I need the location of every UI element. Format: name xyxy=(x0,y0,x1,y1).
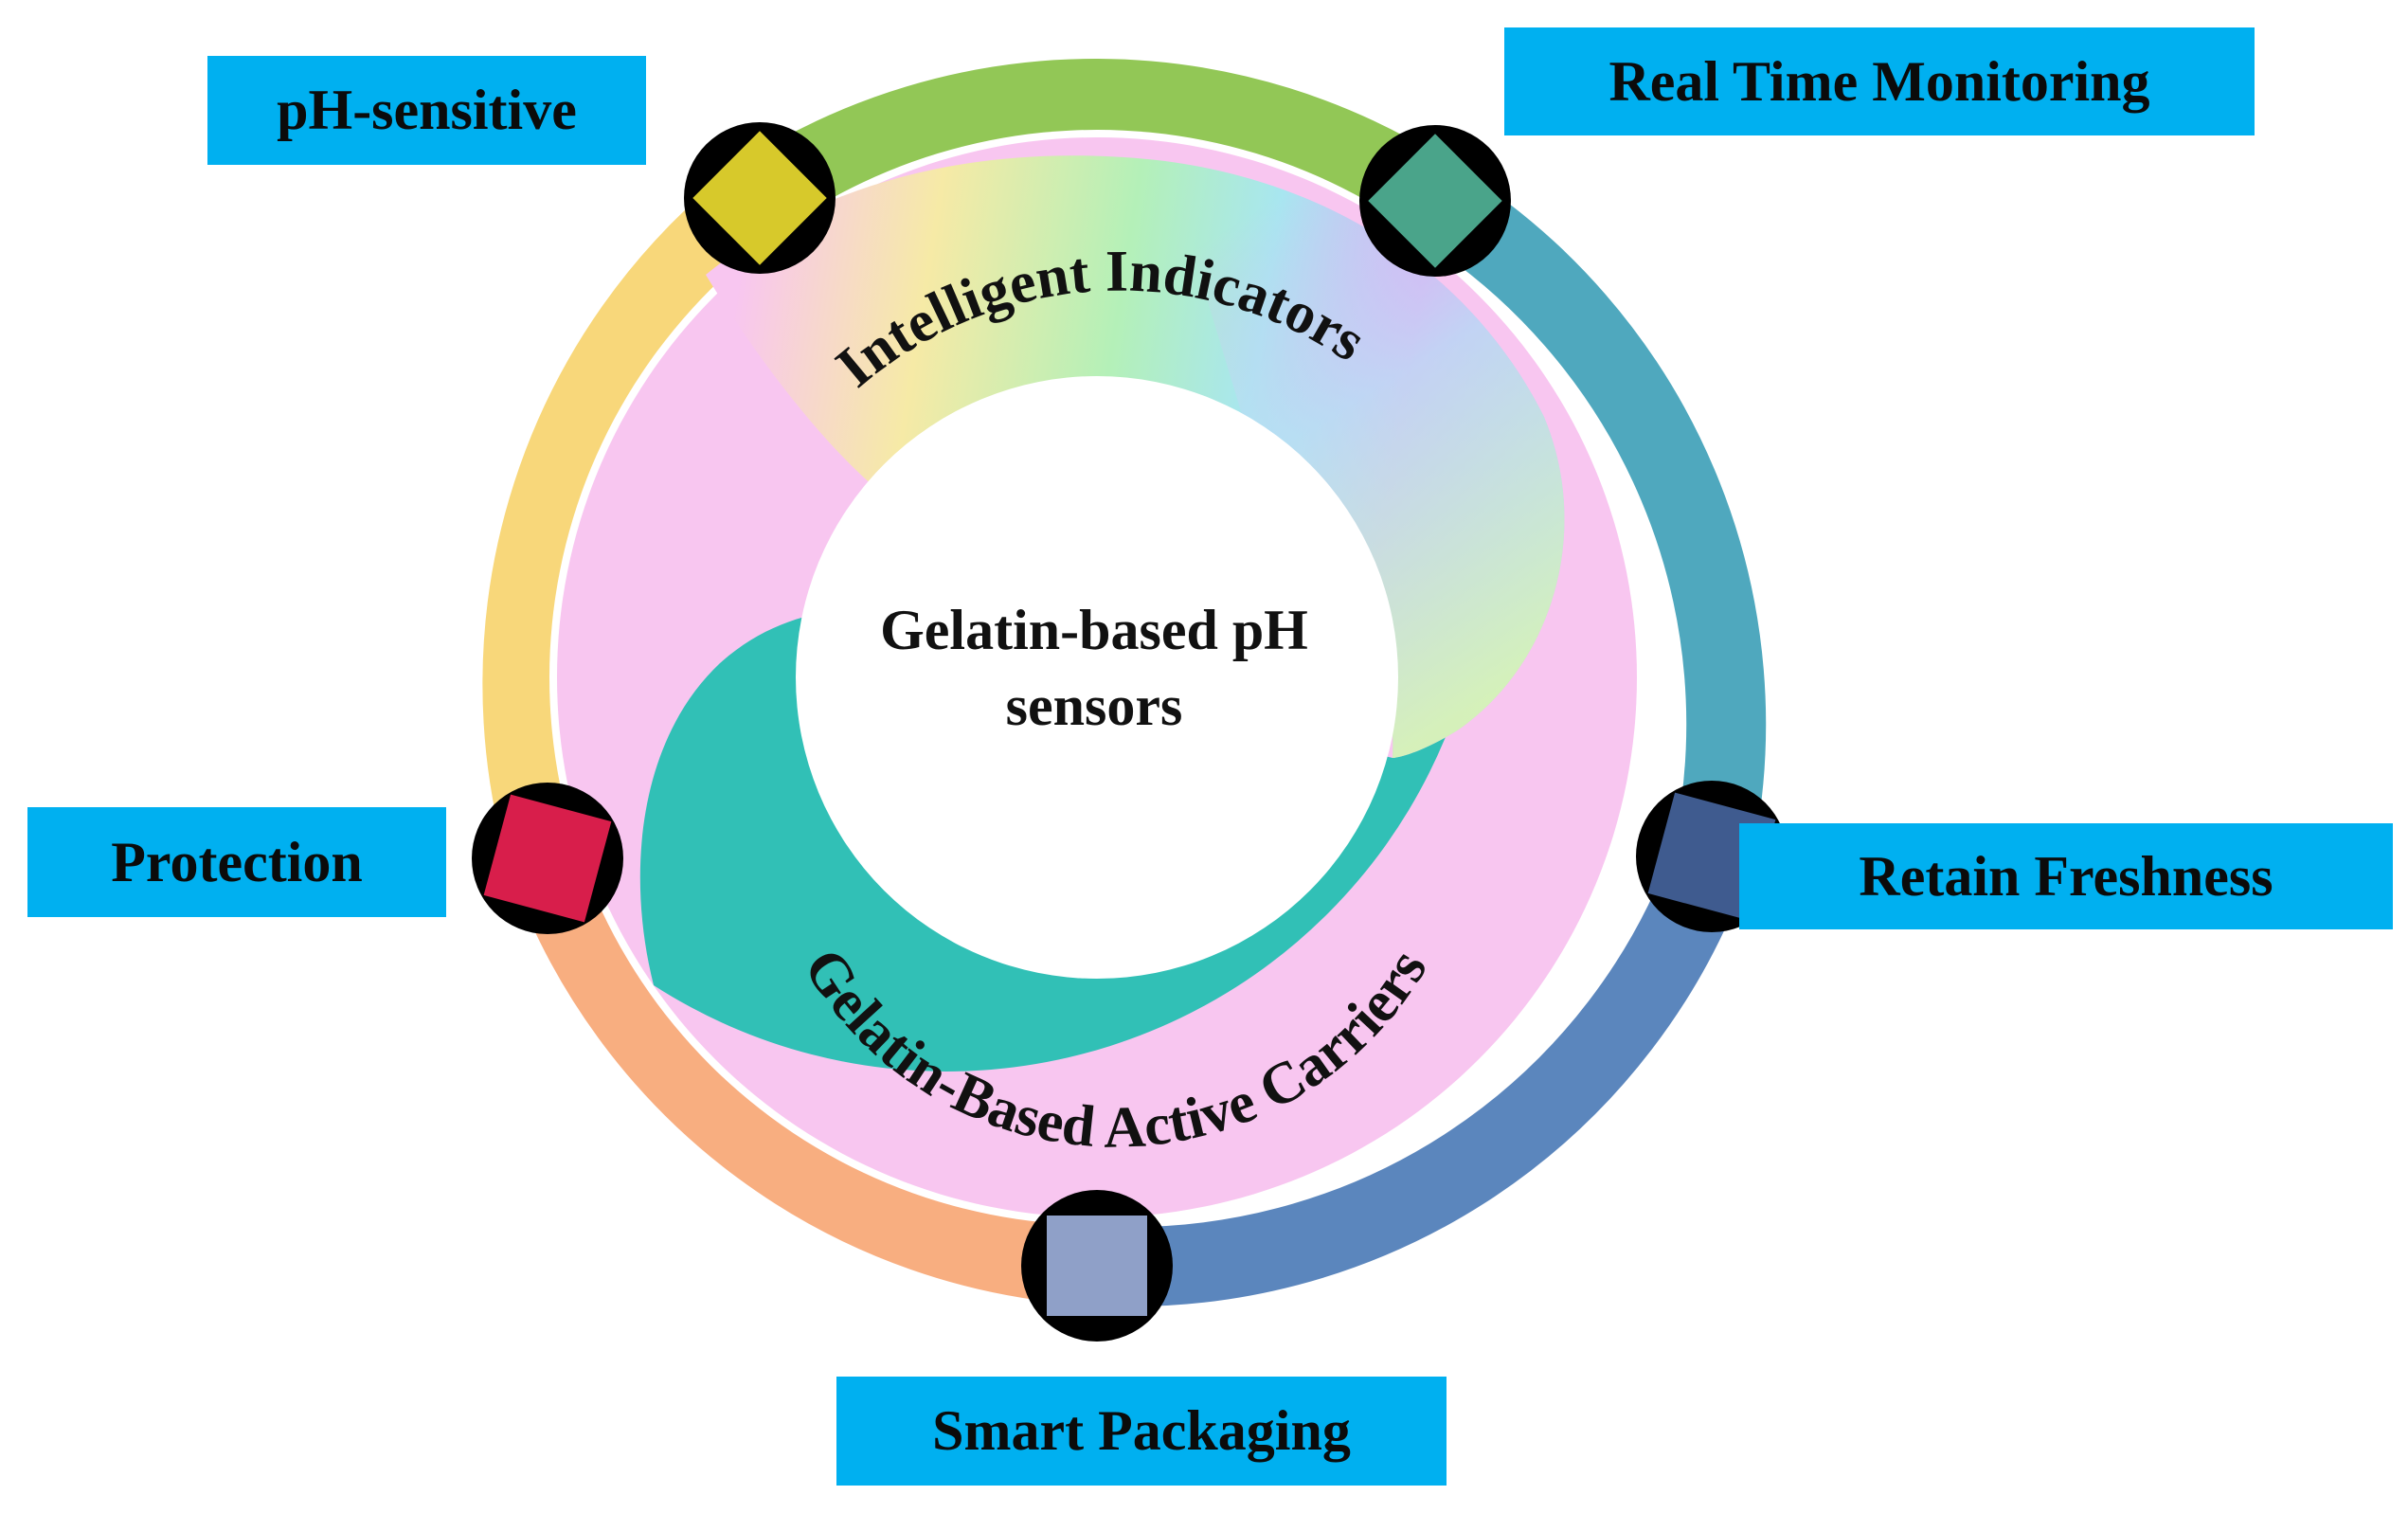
ph-sensitive-label: pH-sensitive xyxy=(207,56,646,165)
outer-ring xyxy=(482,59,1767,1306)
center-title: Gelatin-based pH sensors xyxy=(791,583,1397,753)
diamond-square-icon xyxy=(483,794,612,923)
ring-segment-teal-blue xyxy=(1413,167,1767,866)
ph-sensitive-marker xyxy=(684,122,836,274)
smart-packaging-label: Smart Packaging xyxy=(836,1377,1447,1486)
center-title-line2: sensors xyxy=(1005,675,1183,737)
smart-packaging-marker xyxy=(1021,1190,1173,1342)
retain-freshness-label: Retain Freshness xyxy=(1739,823,2393,929)
center-white-circle xyxy=(796,376,1398,979)
real-time-monitoring-text: Real Time Monitoring xyxy=(1608,49,2150,113)
ring-segment-yellow xyxy=(482,166,784,870)
smart-packaging-text: Smart Packaging xyxy=(932,1399,1351,1462)
square-icon xyxy=(1047,1216,1147,1316)
rainbow-band-overlay xyxy=(1165,161,1565,758)
protection-marker xyxy=(472,783,623,934)
center-title-line1: Gelatin-based pH xyxy=(880,599,1308,661)
protection-label: Protection xyxy=(27,807,446,917)
ring-segment-steel-blue xyxy=(1094,842,1750,1306)
protection-text: Protection xyxy=(111,830,363,893)
ring-segment-green xyxy=(738,59,1458,235)
real-time-monitoring-label: Real Time Monitoring xyxy=(1504,27,2255,135)
inner-disc xyxy=(549,130,1644,1225)
retain-freshness-text: Retain Freshness xyxy=(1859,844,2273,908)
ph-sensitive-text: pH-sensitive xyxy=(277,79,577,141)
real-time-monitoring-marker xyxy=(1359,125,1511,277)
ring-segment-orange xyxy=(510,844,1100,1306)
